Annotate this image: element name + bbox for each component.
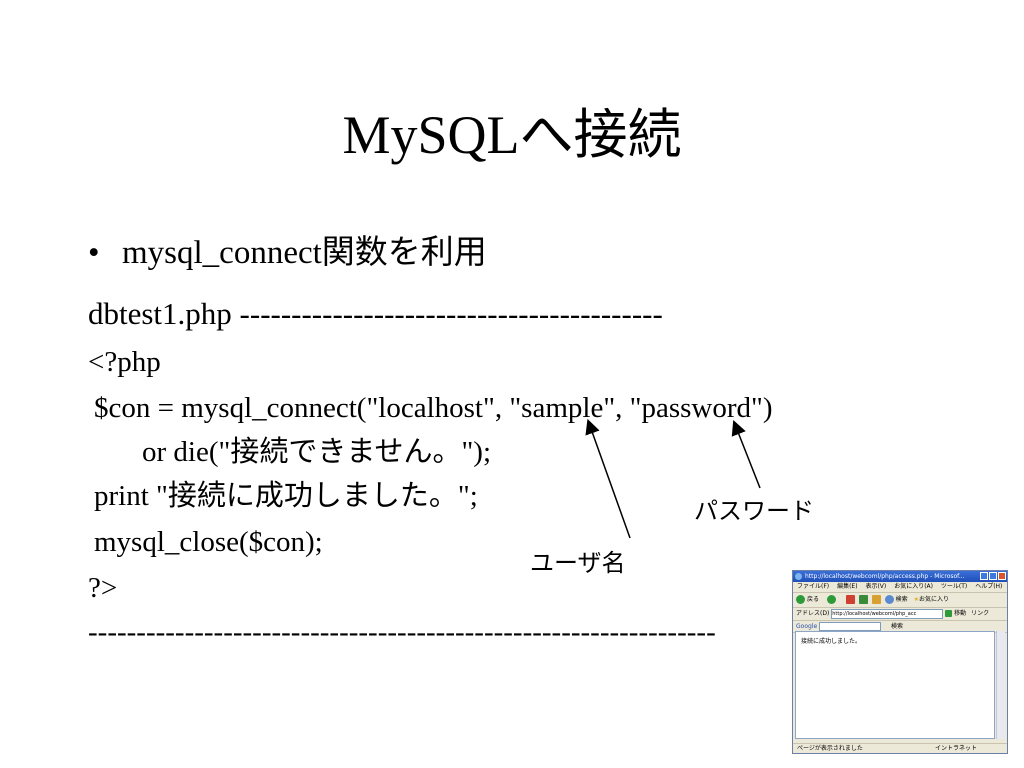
- back-icon[interactable]: [796, 595, 805, 604]
- password-arrow: [731, 420, 761, 489]
- stop-icon[interactable]: [845, 595, 855, 604]
- menu-favorites[interactable]: お気に入り(A): [894, 583, 933, 590]
- annotation-username: ユーザ名: [530, 549, 626, 577]
- search-label[interactable]: 検索: [895, 596, 908, 603]
- browser-title: http://localhost/webcoml/php/access.php …: [805, 573, 965, 580]
- code-line-die: or die("接続できません。");: [142, 436, 492, 468]
- menu-view[interactable]: 表示(V): [865, 583, 887, 590]
- browser-content: 接続に成功しました。: [795, 631, 995, 739]
- menu-help[interactable]: ヘルプ(H): [975, 583, 1003, 590]
- status-text: ページが表示されました: [797, 745, 863, 752]
- google-logo[interactable]: Google: [796, 623, 818, 630]
- maximize-icon[interactable]: [989, 572, 997, 580]
- status-zone: イントラネット: [934, 745, 977, 752]
- code-line-php-close: ?>: [88, 572, 118, 604]
- menu-tools[interactable]: ツール(T): [940, 583, 968, 590]
- browser-titlebar: http://localhost/webcoml/php/access.php …: [793, 571, 1007, 582]
- window-buttons: [979, 572, 1006, 582]
- minimize-icon[interactable]: [980, 572, 988, 580]
- code-line-divider: ----------------------------------------…: [88, 616, 716, 648]
- go-icon[interactable]: [945, 610, 953, 617]
- annotation-password: パスワード: [694, 497, 814, 525]
- search-icon[interactable]: [884, 595, 894, 604]
- google-search-button[interactable]: 検索: [891, 623, 904, 630]
- favorites-label[interactable]: お気に入り: [918, 596, 949, 603]
- browser-thumbnail: http://localhost/webcoml/php/access.php …: [792, 570, 1008, 754]
- code-line-close: mysql_close($con);: [94, 526, 323, 558]
- menu-edit[interactable]: 編集(E): [837, 583, 858, 590]
- address-label: アドレス(D): [796, 610, 830, 617]
- scrollbar[interactable]: [996, 631, 1005, 739]
- google-search-input[interactable]: [819, 622, 882, 631]
- code-line-filename: dbtest1.php ----------------------------…: [88, 296, 663, 331]
- browser-statusbar: ページが表示されました イントラネット: [793, 743, 1007, 753]
- bullet-item: • mysql_connect関数を利用: [88, 228, 487, 278]
- menu-file[interactable]: ファイル(F): [797, 583, 830, 590]
- favorites-icon[interactable]: ★: [913, 596, 919, 603]
- code-line-print: print "接続に成功しました。";: [94, 480, 478, 512]
- links-label[interactable]: リンク: [971, 610, 990, 617]
- slide-title: MySQLへ接続: [342, 105, 682, 165]
- home-icon[interactable]: [871, 595, 881, 604]
- browser-toolbar: 戻る 検索 ★お気に入り: [793, 593, 1007, 608]
- ie-icon: [795, 573, 802, 580]
- bullet-text: mysql_connect関数を利用: [122, 235, 487, 271]
- refresh-icon[interactable]: [858, 595, 868, 604]
- page-content-text: 接続に成功しました。: [801, 638, 862, 645]
- address-input[interactable]: http://localhost/webcoml/php_acc: [831, 608, 944, 619]
- back-label[interactable]: 戻る: [807, 596, 820, 603]
- browser-addressbar: アドレス(D) http://localhost/webcoml/php_acc…: [793, 608, 1007, 621]
- close-icon[interactable]: [998, 572, 1006, 580]
- username-arrow: [585, 418, 631, 539]
- browser-menubar: ファイル(F) 編集(E) 表示(V) お気に入り(A) ツール(T) ヘルプ(…: [793, 582, 1007, 593]
- code-line-php-open: <?php: [88, 346, 161, 378]
- code-line-connect: $con = mysql_connect("localhost", "sampl…: [94, 392, 773, 424]
- go-button[interactable]: 移動: [954, 610, 967, 617]
- bullet-marker: •: [88, 235, 100, 271]
- forward-icon[interactable]: [826, 595, 836, 604]
